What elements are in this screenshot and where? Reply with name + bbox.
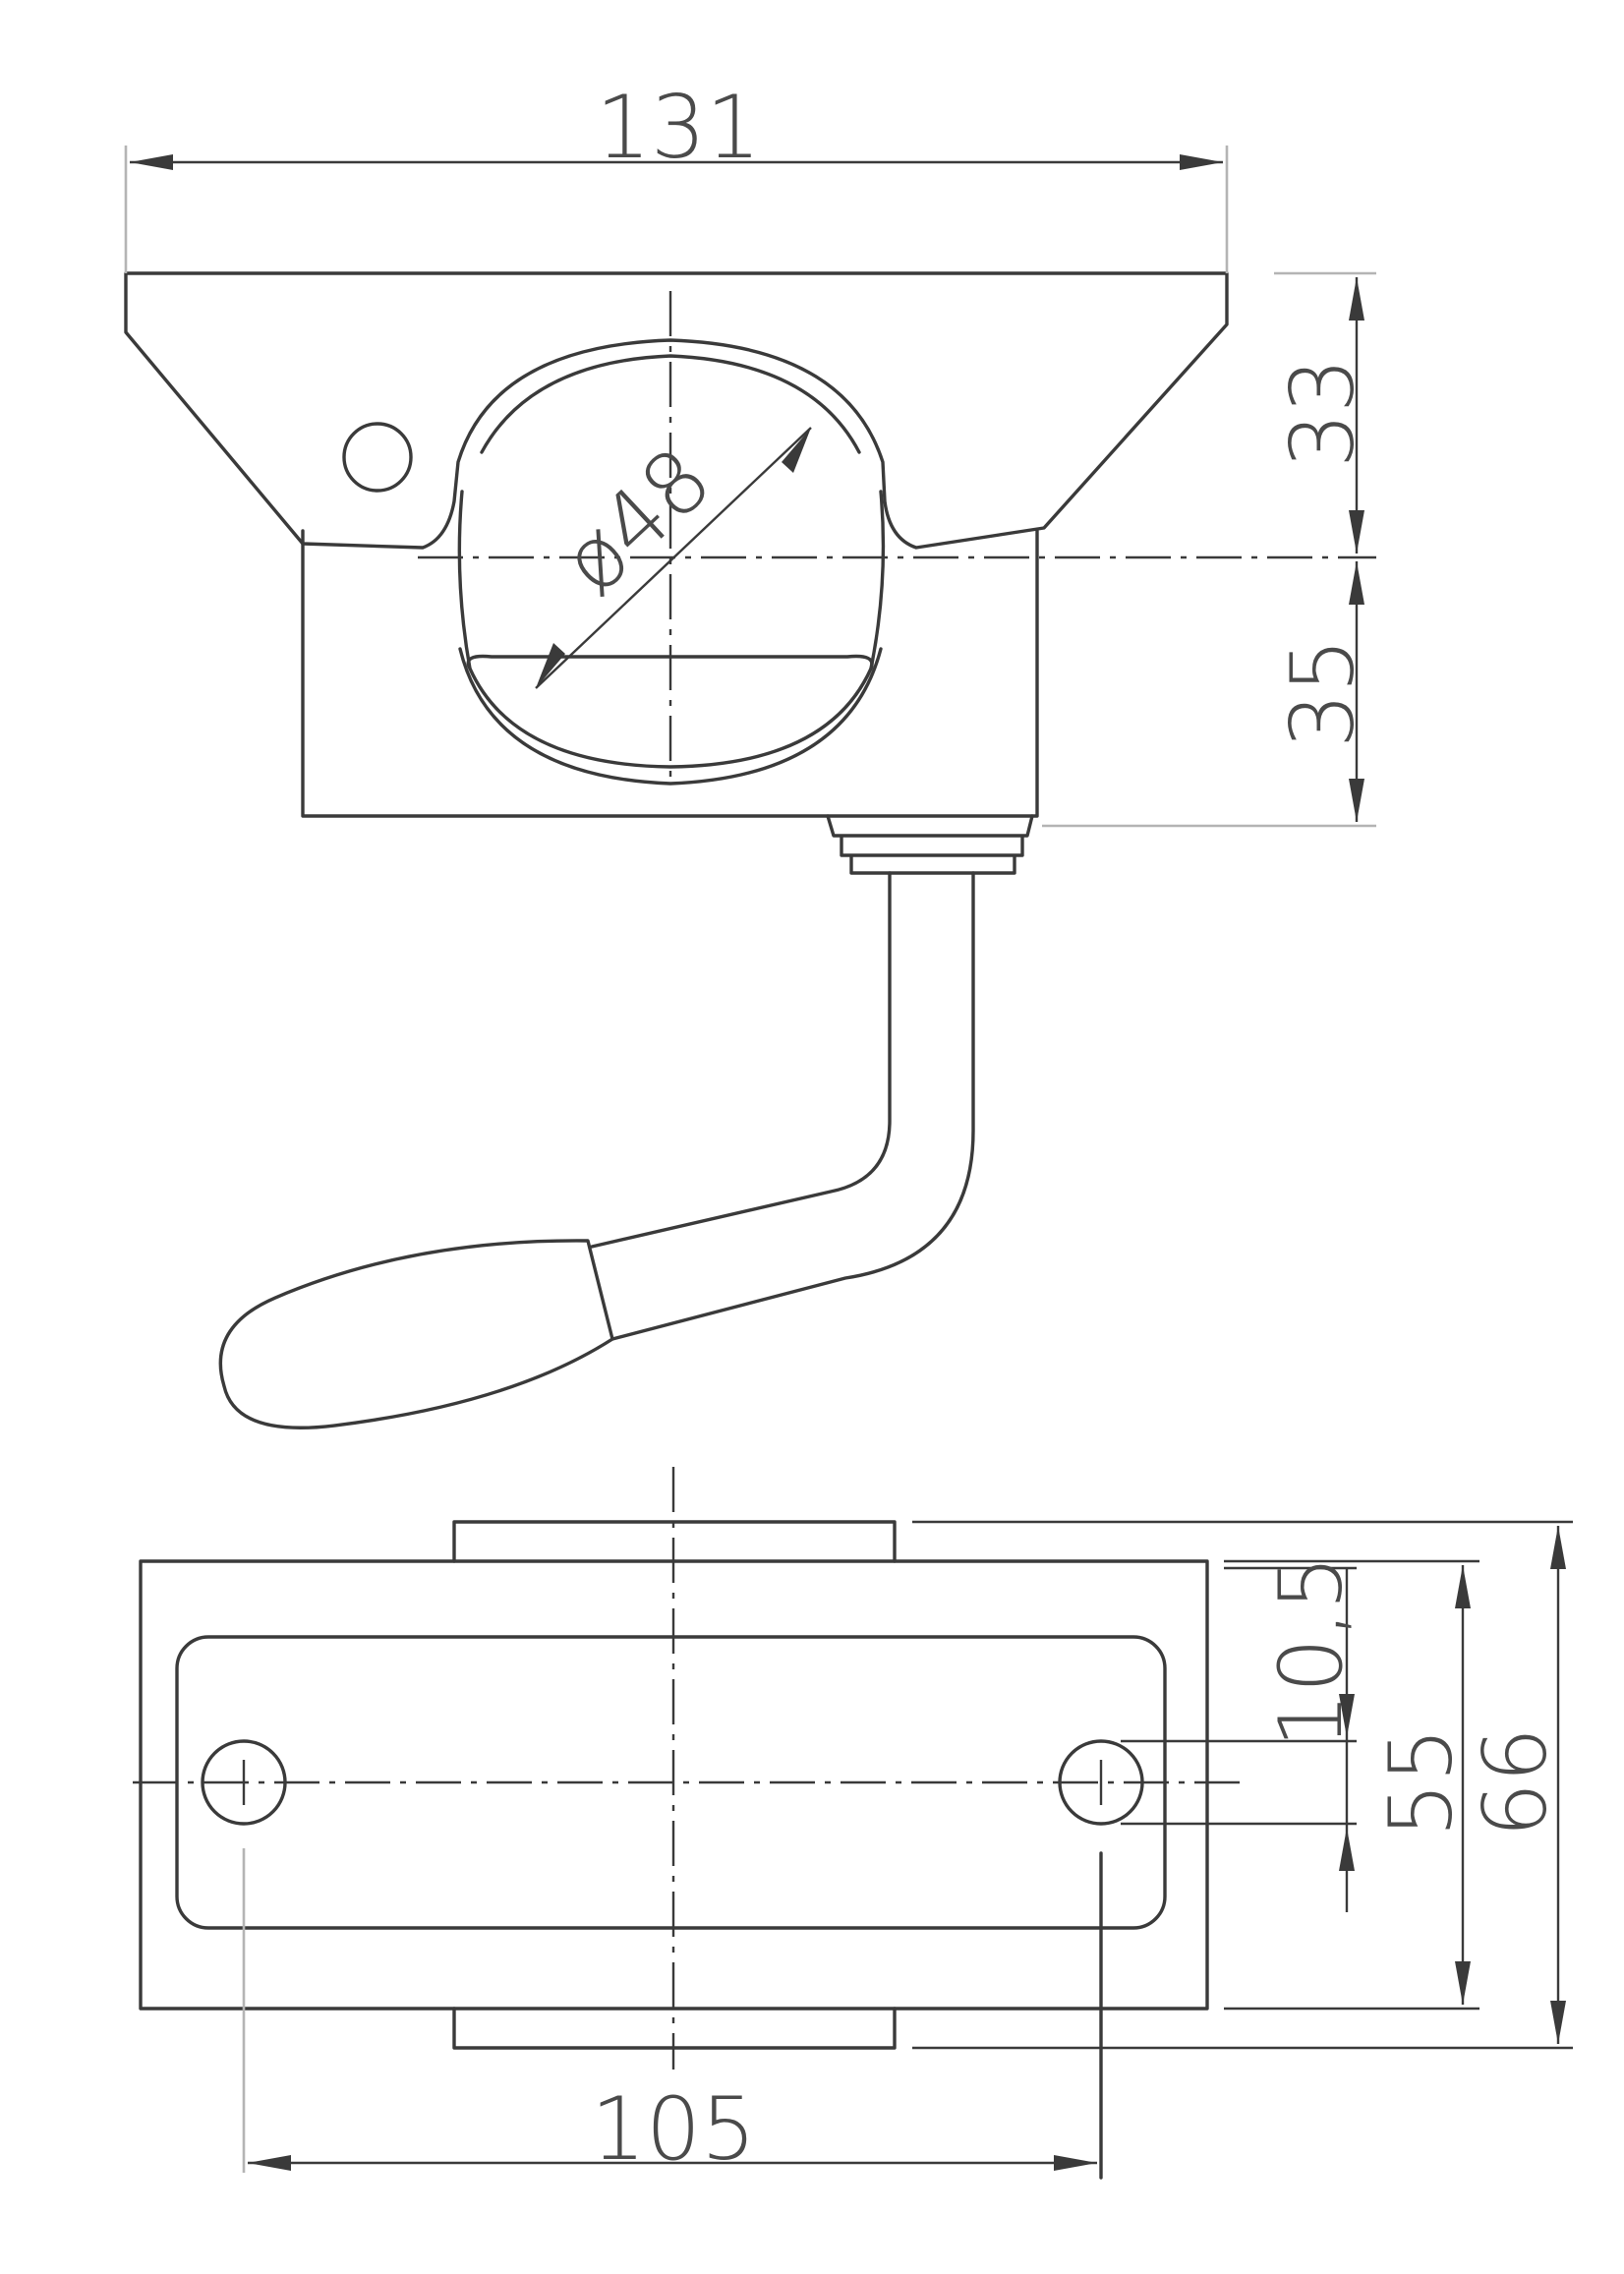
pin-hole [342,422,413,493]
arrow-10-5-up [1339,1828,1355,1871]
arrow-105-right [1054,2155,1097,2171]
dim-label-35: 35 [1272,638,1373,748]
bore-liner-bottom [466,654,874,769]
arrow-10-5-down [1339,1694,1355,1737]
arrow-33-bottom [1349,510,1364,554]
plate-bottom-view: 105 10,5 55 66 [133,1467,1573,2180]
dim-label-diameter: ø48 [542,428,730,612]
arrow-105-left [248,2155,291,2171]
clamp-body-outline [124,271,1229,550]
bore-inner-wall-left [457,490,472,671]
dim-label-131: 131 [596,77,761,178]
arrow-131-left [130,154,173,170]
arrow-35-top [1349,561,1364,605]
screw-collar [826,814,1034,875]
arrow-35-bottom [1349,779,1364,822]
dim-label-10-5: 10,5 [1260,1555,1362,1748]
arrow-diameter-upper [782,428,811,473]
dim-line-diameter [535,427,812,689]
arrow-55-bottom [1455,1961,1471,2005]
dim-label-66: 66 [1465,1727,1566,1837]
dim-label-33: 33 [1272,358,1373,468]
arrow-66-top [1550,1526,1566,1569]
clamp-front-view: 131 33 35 ø48 [124,77,1376,1429]
arrow-55-top [1455,1565,1471,1608]
bore-lower-arc [458,647,883,786]
dim-label-105: 105 [591,2078,756,2180]
handle-rod [590,871,892,1249]
dim-label-55: 55 [1370,1727,1472,1837]
arrow-131-right [1180,154,1223,170]
bore-liner-top [480,354,861,454]
handle-grip [218,1239,614,1429]
bore-inner-wall-right [869,490,886,671]
clamp-lower-block [301,529,1039,818]
arrow-33-top [1349,277,1364,321]
handle-rod-inner [610,871,975,1341]
arrow-66-bottom [1550,2001,1566,2044]
arrow-diameter-lower [536,643,565,688]
